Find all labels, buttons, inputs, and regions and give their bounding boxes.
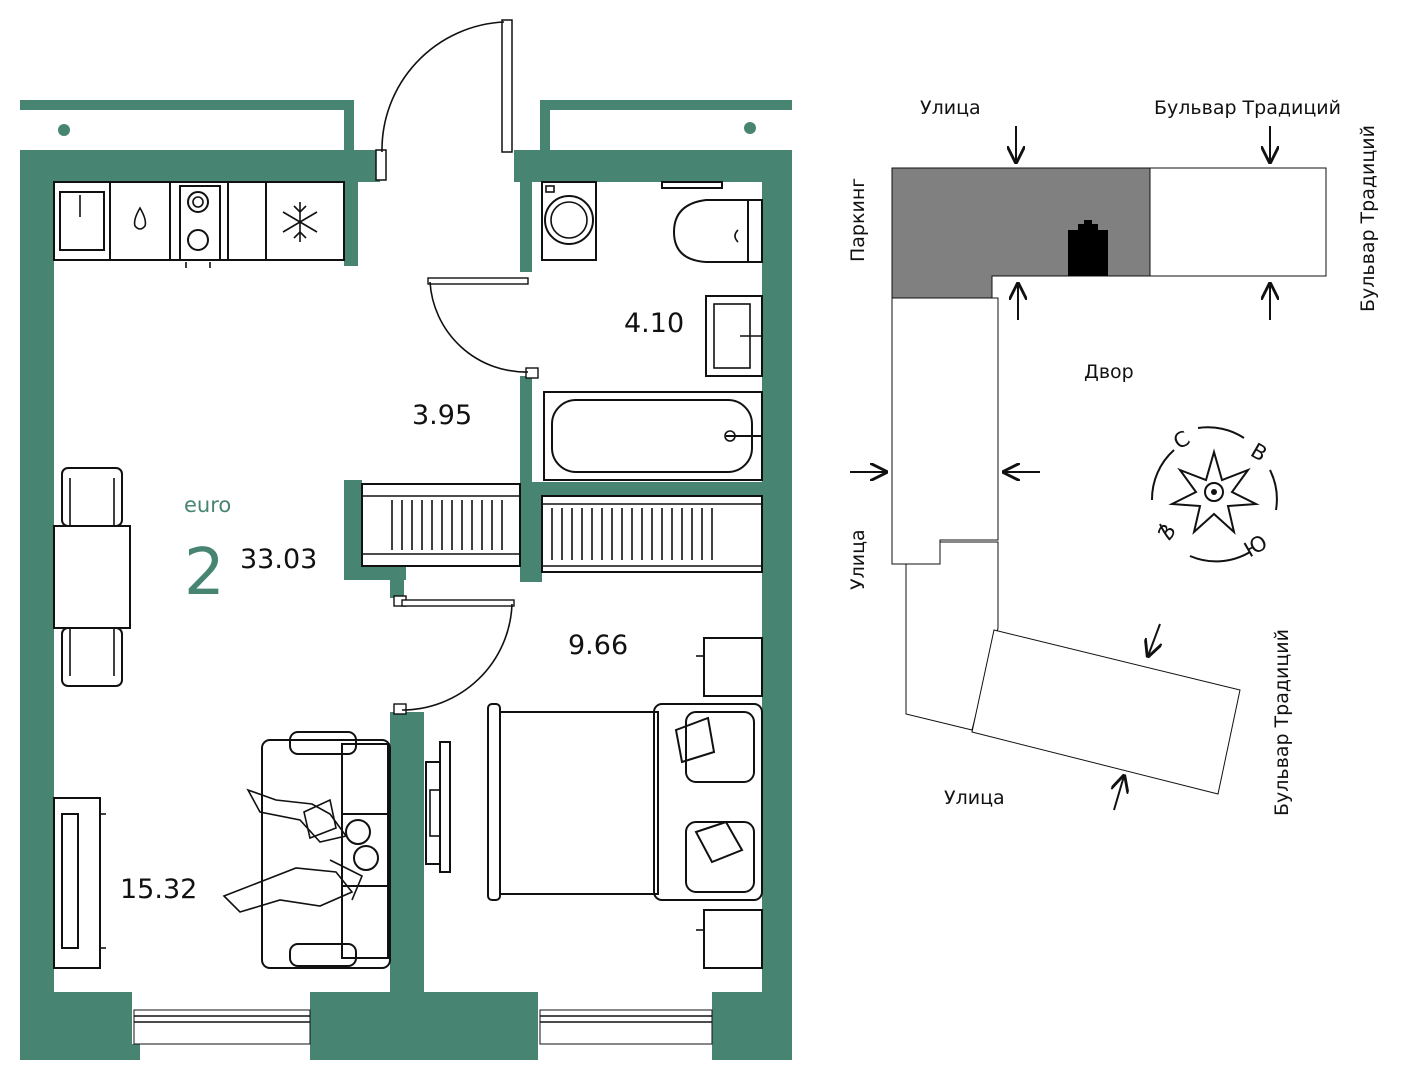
balcony-rail-left xyxy=(20,100,354,160)
double-bed xyxy=(487,703,763,901)
interior-walls xyxy=(344,182,762,994)
entry-door xyxy=(375,19,513,181)
label-street-bottom: Улица xyxy=(944,787,1005,809)
bedroom-tv-unit xyxy=(425,741,451,873)
hallway-wardrobe xyxy=(361,483,521,567)
bathtub xyxy=(543,391,763,481)
building-lower-wing xyxy=(905,541,999,731)
label-boulevard-right: Бульвар Традиций xyxy=(1357,125,1379,312)
parking-building xyxy=(891,167,1151,299)
boulevard-building-top xyxy=(1149,167,1327,277)
entrance-arrows xyxy=(850,126,1270,811)
dining-chair-bottom xyxy=(61,627,123,687)
tv-unit xyxy=(53,797,106,969)
floor-plan: 4.10 3.95 9.66 15.32 euro 2 33.03 xyxy=(20,19,792,1060)
window-living xyxy=(133,1009,311,1045)
site-plan: Улица Бульвар Традиций Бульвар Традиций … xyxy=(847,97,1379,816)
window-bedroom xyxy=(539,1009,713,1045)
dining-table xyxy=(53,525,131,629)
balcony-rail-right xyxy=(540,100,792,160)
label-courtyard: Двор xyxy=(1084,361,1134,383)
area-bathroom: 4.10 xyxy=(624,308,684,339)
exterior-walls xyxy=(20,150,792,1060)
building-left-wing xyxy=(891,297,999,565)
bedroom-door xyxy=(393,595,515,715)
compass-rose-icon: С В Ю З xyxy=(1150,426,1278,563)
snowflake-icon xyxy=(282,202,318,242)
building-diagonal xyxy=(971,629,1241,795)
stove-icon xyxy=(179,185,221,268)
apartment-location-marker xyxy=(1068,220,1108,276)
people-figure xyxy=(222,788,379,913)
nightstand-top xyxy=(696,637,763,697)
label-street-left: Улица xyxy=(847,529,869,590)
label-parking: Паркинг xyxy=(847,178,869,262)
area-living-kitchen: 15.32 xyxy=(120,874,197,905)
label-boulevard-top: Бульвар Традиций xyxy=(1154,97,1341,119)
kitchen-counter xyxy=(53,181,345,261)
toilet xyxy=(661,181,763,263)
bedroom-wardrobe xyxy=(541,495,763,573)
dining-chair-top xyxy=(61,467,123,527)
area-bedroom: 9.66 xyxy=(568,630,628,661)
bathroom-sink xyxy=(705,295,763,377)
room-count: 2 xyxy=(184,536,225,610)
water-drop-icon xyxy=(133,206,147,230)
washing-machine xyxy=(541,181,597,261)
apartment-type-label: euro xyxy=(184,493,231,517)
compass-east: В xyxy=(1247,438,1271,466)
nightstand-bottom xyxy=(696,909,763,969)
bathroom-door xyxy=(427,277,539,379)
total-area: 33.03 xyxy=(240,544,317,575)
label-street-top: Улица xyxy=(920,97,981,119)
area-hallway: 3.95 xyxy=(412,400,472,431)
label-boulevard-bottom-right: Бульвар Традиций xyxy=(1271,629,1293,816)
sofa xyxy=(261,731,391,969)
compass-south: Ю xyxy=(1240,530,1272,562)
compass-west: З xyxy=(1153,520,1181,544)
